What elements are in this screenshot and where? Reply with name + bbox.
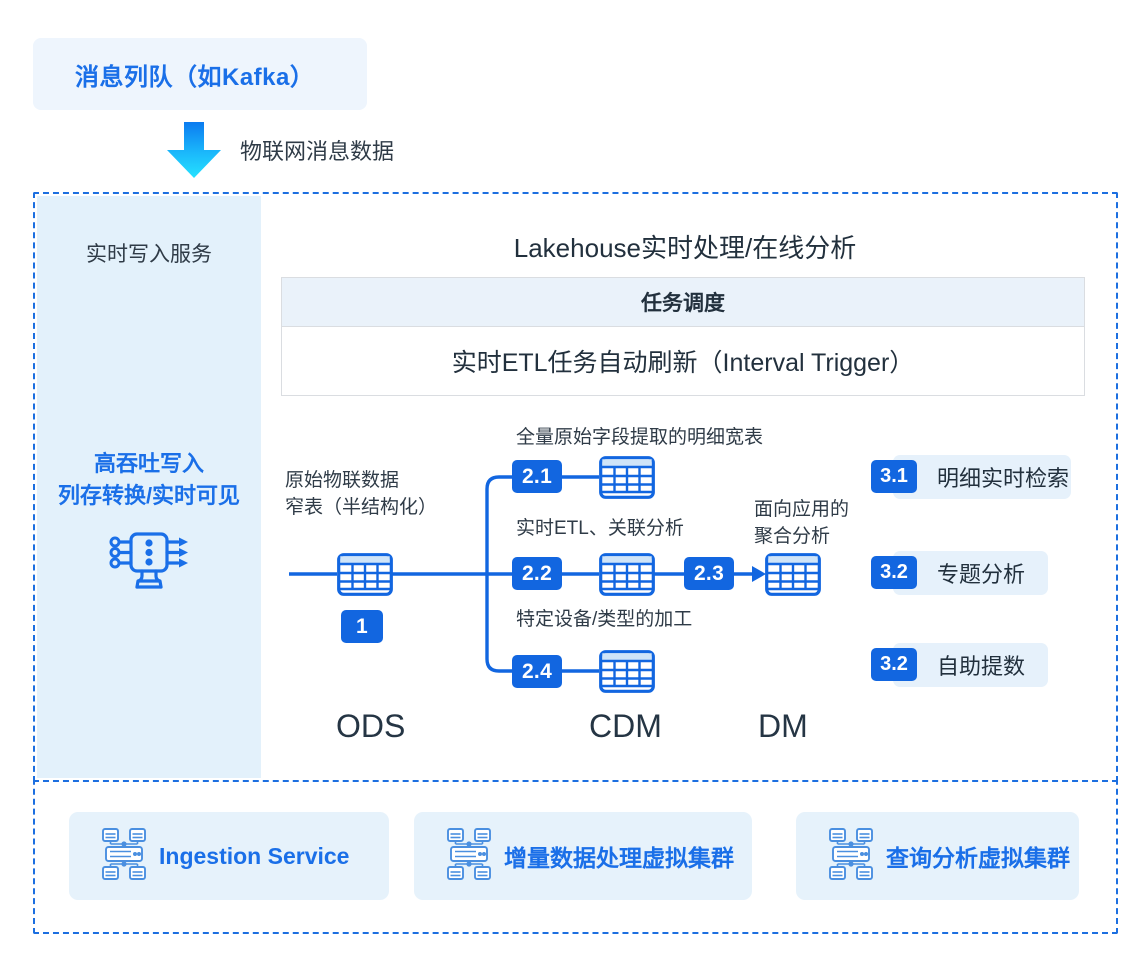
- cdm-table-icon-1: [599, 456, 655, 504]
- cluster-card-label-query: 查询分析虚拟集群: [886, 845, 1070, 871]
- result-item-self-service: 3.2 自助提数: [871, 643, 1048, 687]
- down-arrow-gradient-icon: [163, 120, 225, 180]
- sidebar-feature-line-2: 列存转换/实时可见: [57, 482, 241, 508]
- iot-message-data-label: 物联网消息数据: [240, 139, 395, 164]
- message-queue-box: 消息列队（如Kafka）: [33, 38, 367, 110]
- layer-label-cdm: CDM: [589, 708, 662, 744]
- result-label-self-service: 自助提数: [937, 654, 1026, 679]
- task-schedule-table: 任务调度 实时ETL任务自动刷新（Interval Trigger）: [281, 277, 1085, 396]
- schedule-table-header: 任务调度: [282, 278, 1084, 327]
- cluster-card-query: 查询分析虚拟集群: [796, 812, 1079, 900]
- result-item-topic-analysis: 3.2 专题分析: [871, 551, 1048, 595]
- result-item-detail-search: 3.1 明细实时检索: [871, 455, 1071, 499]
- message-queue-label: 消息列队（如Kafka）: [75, 63, 315, 91]
- server-cluster-icon: [101, 826, 147, 887]
- ods-caption: 原始物联数据 窄表（半结构化）: [285, 468, 437, 522]
- cdm-table-icon-3: [599, 650, 655, 698]
- layer-label-dm: DM: [758, 708, 808, 744]
- result-badge-3-2-a: 3.2: [871, 556, 917, 589]
- result-label-topic-analysis: 专题分析: [937, 562, 1026, 587]
- dm-caption-line-1: 面向应用的: [754, 499, 850, 520]
- virtual-cluster-row: Ingestion Service: [33, 782, 1118, 934]
- cdm-table-icon-2: [599, 553, 655, 601]
- schedule-table-row: 实时ETL任务自动刷新（Interval Trigger）: [451, 349, 915, 377]
- step-badge-2-3: 2.3: [684, 557, 734, 590]
- result-label-detail-search: 明细实时检索: [937, 466, 1070, 491]
- realtime-write-sidebar: 实时写入服务 高吞吐写入 列存转换/实时可见: [37, 196, 261, 778]
- branch-21-caption: 全量原始字段提取的明细宽表: [516, 427, 764, 448]
- step-badge-2-1: 2.1: [512, 460, 562, 493]
- branch-24-caption: 特定设备/类型的加工: [516, 609, 693, 630]
- step-badge-2-4: 2.4: [512, 655, 562, 688]
- result-badge-3-2-b: 3.2: [871, 648, 917, 681]
- step-badge-1: 1: [341, 610, 383, 643]
- sidebar-feature-text: 高吞吐写入 列存转换/实时可见: [37, 448, 261, 512]
- ods-table-icon: [337, 553, 393, 601]
- sidebar-feature-line-1: 高吞吐写入: [93, 451, 204, 476]
- step-badge-2-2: 2.2: [512, 557, 562, 590]
- page-title: Lakehouse实时处理/在线分析: [513, 233, 857, 263]
- layer-label-ods: ODS: [336, 708, 406, 744]
- cluster-card-incremental: 增量数据处理虚拟集群: [414, 812, 752, 900]
- cluster-card-label-ingestion: Ingestion Service: [159, 842, 350, 869]
- dm-caption-line-2: 聚合分析: [754, 525, 831, 547]
- sidebar-title: 实时写入服务: [86, 243, 212, 266]
- server-cluster-icon: [446, 826, 492, 887]
- ods-caption-line-1: 原始物联数据: [285, 470, 400, 491]
- chip-processor-icon: [104, 528, 194, 599]
- ods-caption-line-2: 窄表（半结构化）: [285, 496, 438, 518]
- result-badge-3-1: 3.1: [871, 460, 917, 493]
- dm-table-icon: [765, 553, 821, 601]
- dm-caption: 面向应用的 聚合分析: [754, 497, 849, 551]
- cluster-card-label-incremental: 增量数据处理虚拟集群: [504, 845, 734, 871]
- branch-22-caption: 实时ETL、关联分析: [516, 518, 684, 539]
- cluster-card-ingestion: Ingestion Service: [69, 812, 389, 900]
- server-cluster-icon: [828, 826, 874, 887]
